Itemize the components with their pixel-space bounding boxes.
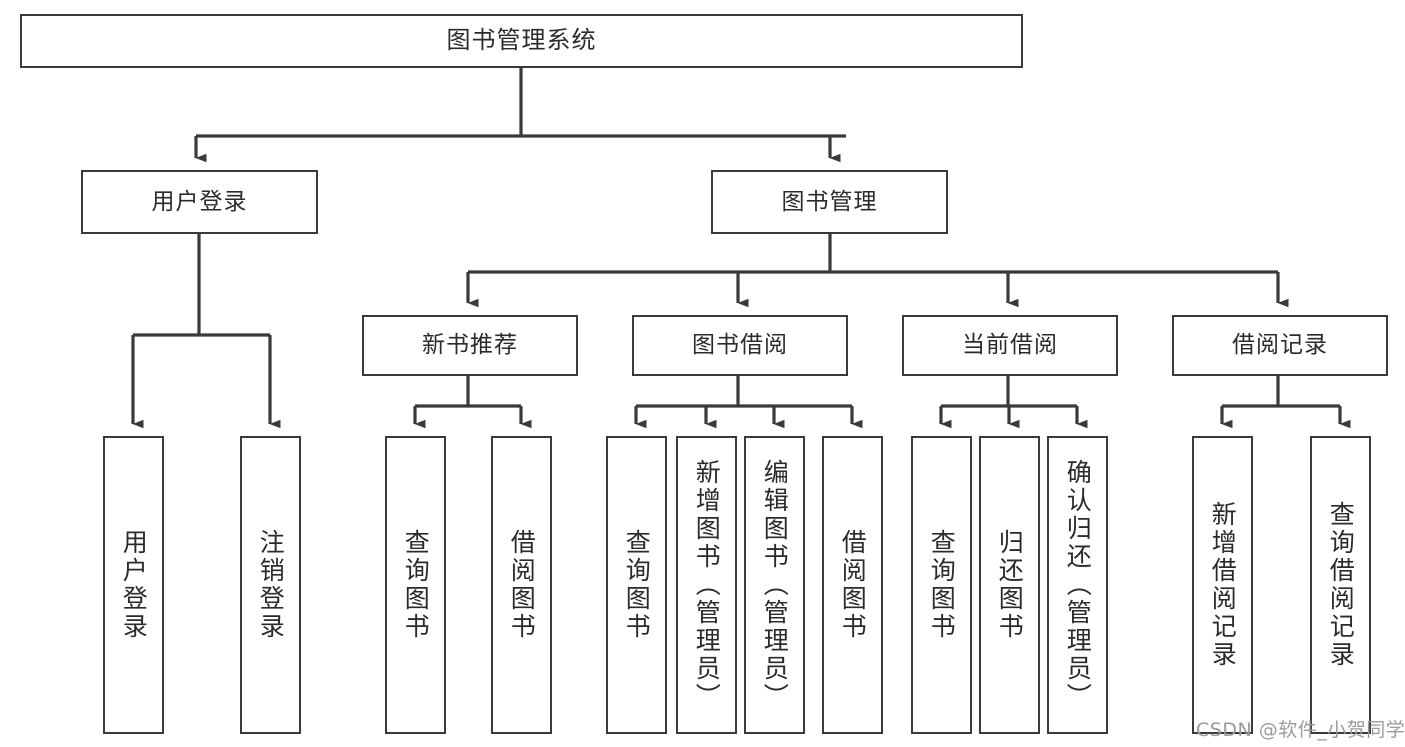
node-label: 当前借阅 — [962, 332, 1058, 359]
node-book-management[interactable]: 图书管理 — [711, 170, 948, 234]
node-label: 图书管理系统 — [446, 26, 597, 55]
leaf-node-user-login[interactable]: 用户登录 — [103, 436, 164, 734]
leaf-node-logout[interactable]: 注销登录 — [240, 436, 301, 734]
leaf-node-confirm-return-admin[interactable]: 确认归还（管理员） — [1047, 436, 1108, 734]
leaf-label: 查询图书 — [401, 529, 431, 641]
leaf-node-query-borrow-record[interactable]: 查询借阅记录 — [1310, 436, 1371, 734]
node-book-borrowing[interactable]: 图书借阅 — [632, 315, 848, 376]
node-borrowing-records[interactable]: 借阅记录 — [1172, 315, 1388, 376]
leaf-node-add-book-admin[interactable]: 新增图书（管理员） — [676, 436, 737, 734]
leaf-node-borrow-books-borrowing[interactable]: 借阅图书 — [822, 436, 883, 734]
leaf-node-borrow-books-recommendation[interactable]: 借阅图书 — [491, 436, 552, 734]
node-label: 图书借阅 — [692, 332, 788, 359]
leaf-node-add-borrow-record[interactable]: 新增借阅记录 — [1192, 436, 1253, 734]
node-label: 图书管理 — [781, 188, 878, 215]
leaf-label: 查询借阅记录 — [1326, 501, 1356, 669]
node-current-borrowing[interactable]: 当前借阅 — [902, 315, 1118, 376]
leaf-node-query-books-recommendation[interactable]: 查询图书 — [385, 436, 446, 734]
node-label: 新书推荐 — [422, 332, 518, 359]
node-new-book-recommendation[interactable]: 新书推荐 — [362, 315, 578, 376]
leaf-node-return-books[interactable]: 归还图书 — [979, 436, 1040, 734]
node-label: 借阅记录 — [1232, 332, 1328, 359]
leaf-label: 注销登录 — [256, 529, 286, 641]
node-label: 用户登录 — [151, 188, 248, 215]
leaf-node-query-books-borrowing[interactable]: 查询图书 — [606, 436, 667, 734]
leaf-label: 查询图书 — [622, 529, 652, 641]
node-user-login[interactable]: 用户登录 — [81, 170, 318, 234]
leaf-label: 用户登录 — [119, 529, 149, 641]
leaf-node-query-books-current[interactable]: 查询图书 — [911, 436, 972, 734]
leaf-node-edit-book-admin[interactable]: 编辑图书（管理员） — [744, 436, 805, 734]
leaf-label: 新增图书（管理员） — [692, 459, 722, 711]
leaf-label: 新增借阅记录 — [1208, 501, 1238, 669]
leaf-label: 确认归还（管理员） — [1063, 459, 1093, 711]
leaf-label: 编辑图书（管理员） — [760, 459, 790, 711]
leaf-label: 借阅图书 — [838, 529, 868, 641]
leaf-label: 查询图书 — [927, 529, 957, 641]
node-root-book-management-system[interactable]: 图书管理系统 — [20, 14, 1023, 68]
leaf-label: 借阅图书 — [507, 529, 537, 641]
leaf-label: 归还图书 — [995, 529, 1025, 641]
csdn-watermark: CSDN @软件_小贺同学 — [1196, 719, 1405, 741]
